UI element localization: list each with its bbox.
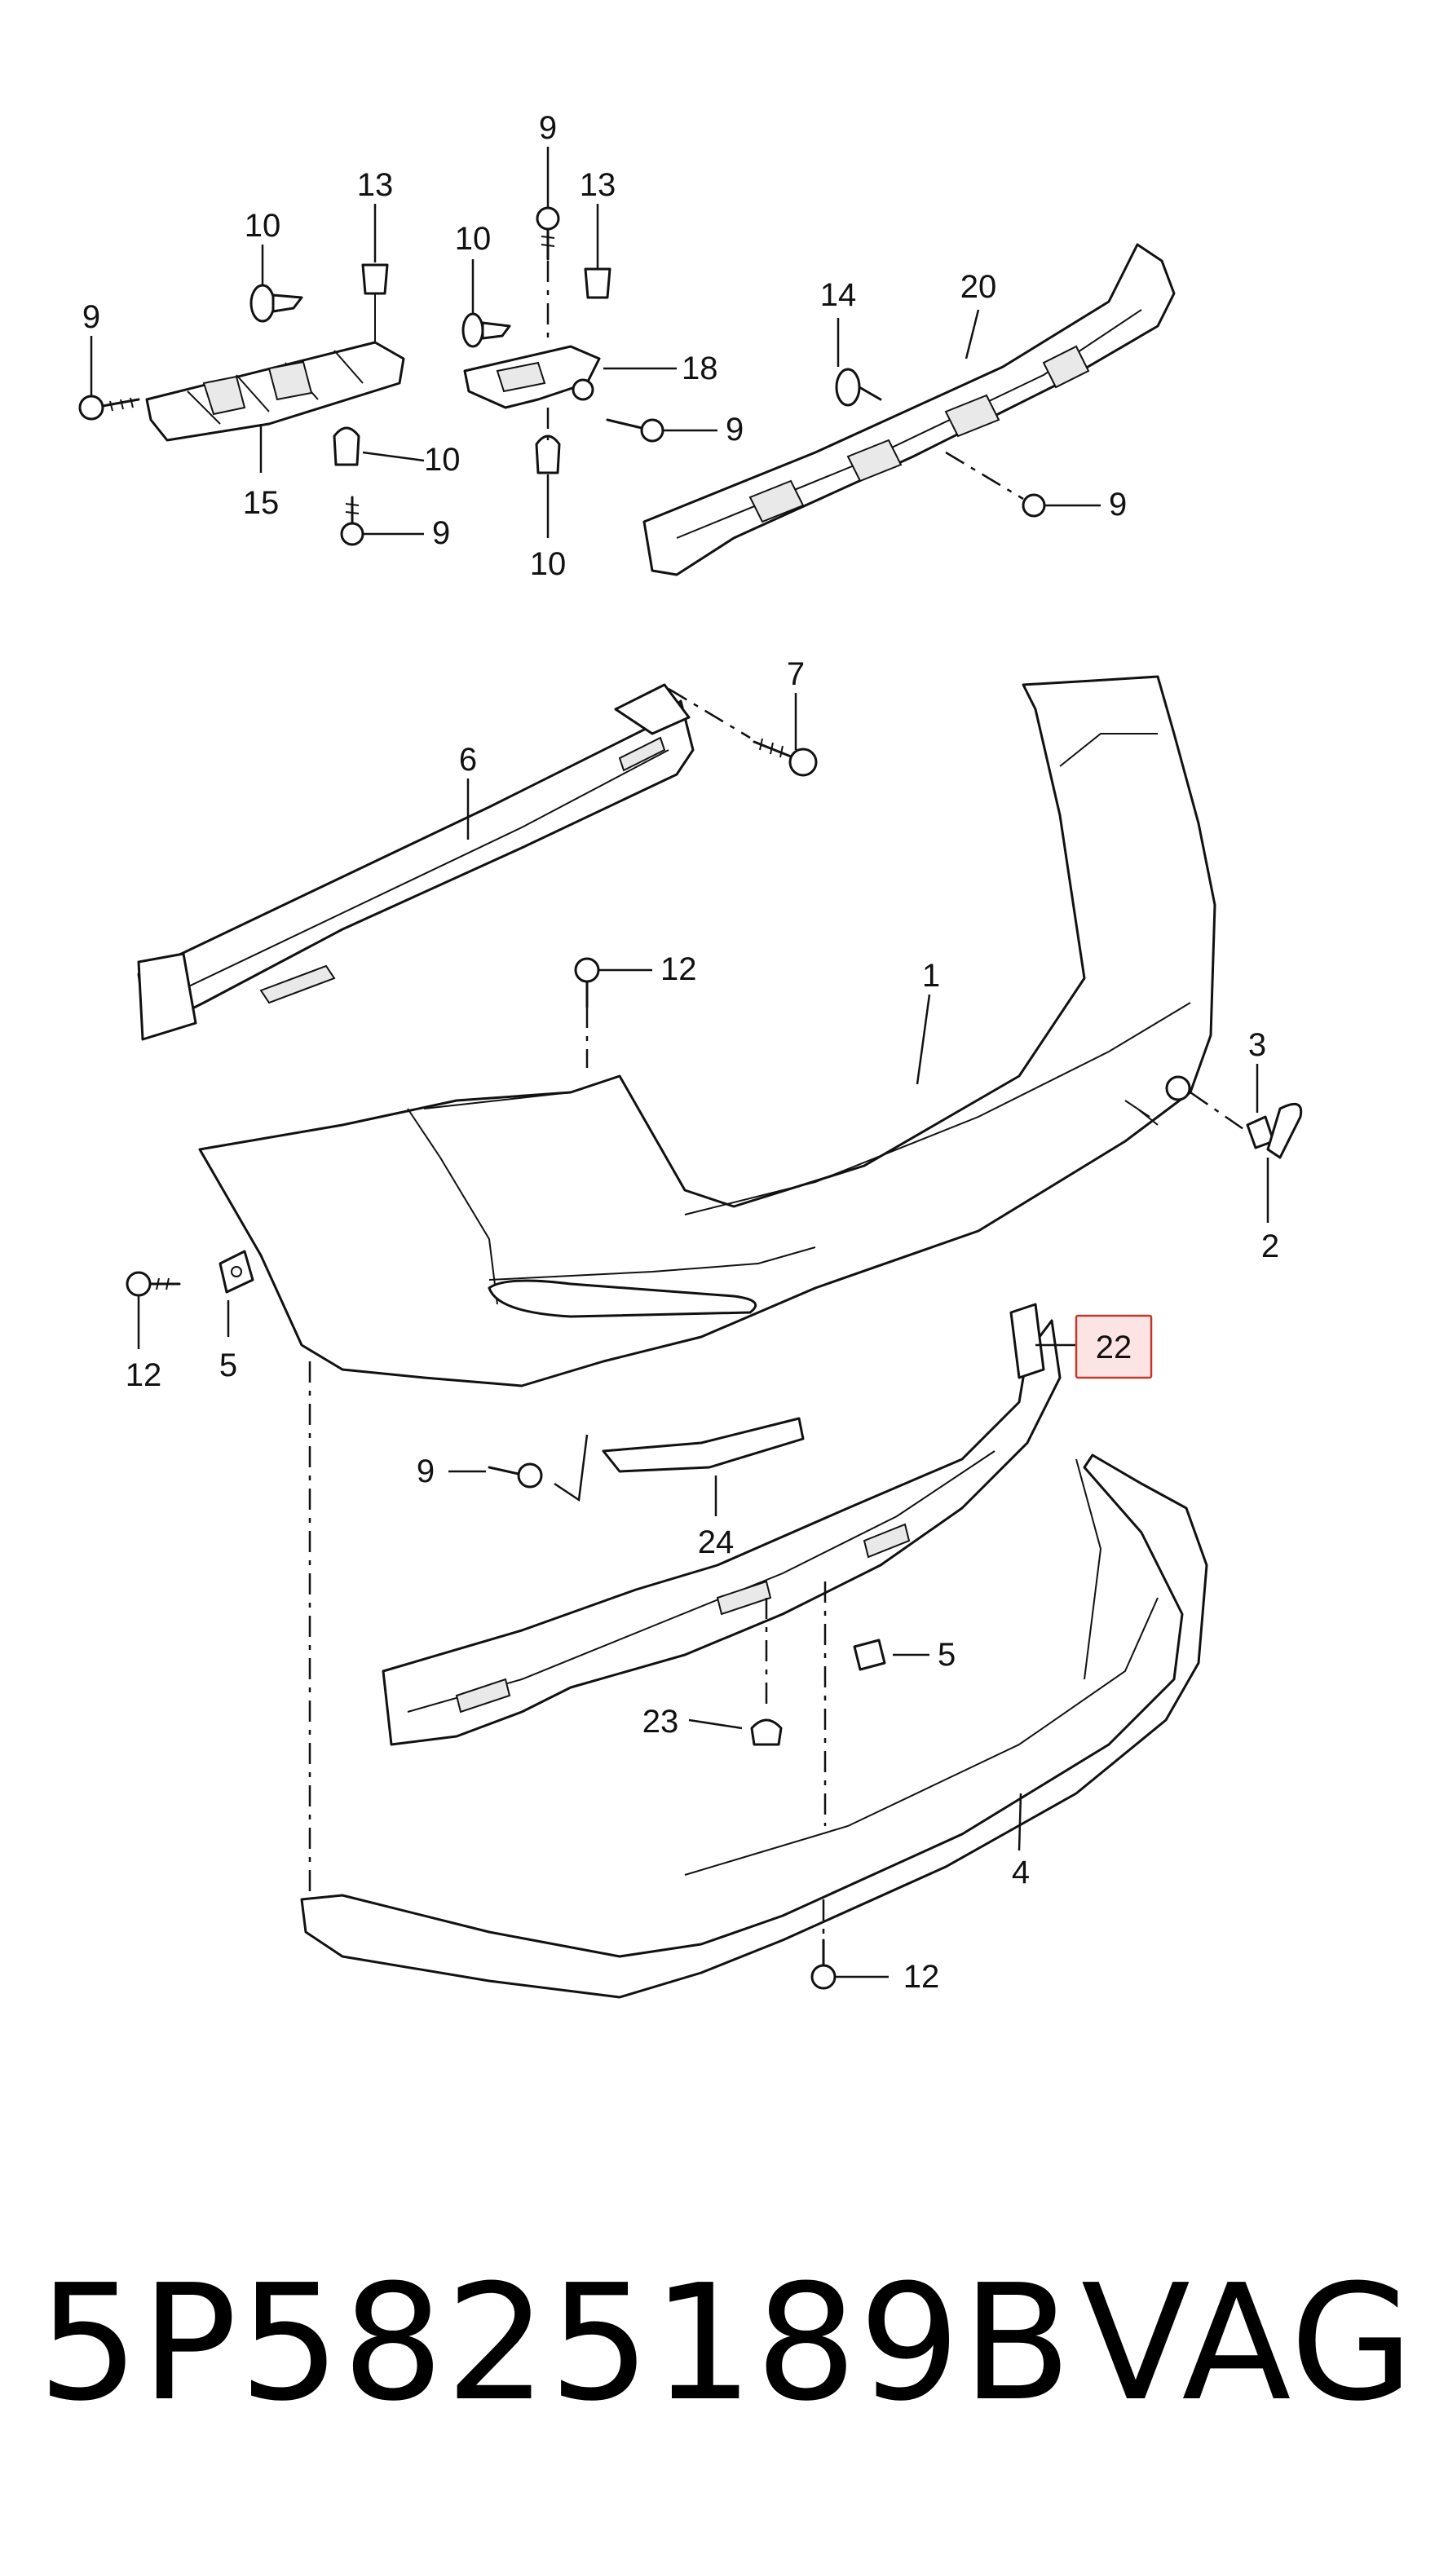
callout-14: 14 [820,277,857,313]
bolt-7 [668,687,818,777]
callout-3: 3 [1248,1027,1266,1063]
callout-9: 9 [417,1453,435,1489]
clip-13-center [584,267,611,299]
part-number: 5P5825189B [38,2251,1074,2437]
callout-13: 13 [357,167,394,203]
callout-12: 12 [660,951,697,987]
side-bracket-left [145,341,405,442]
brand-label: VAG [1080,2251,1415,2437]
clip-12-top [574,957,600,1068]
clip-14 [835,368,882,407]
screw-9-top [536,206,560,261]
clip-10-lower [333,426,360,466]
clip-23 [750,1598,783,1746]
highlight-box [1075,1314,1153,1379]
screw-9-lower [340,496,364,546]
bumper-cover [198,675,1216,1387]
callout-9: 9 [1109,487,1127,523]
impact-absorber [642,243,1176,576]
reflector-24 [602,1417,805,1473]
callout-13: 13 [580,167,616,203]
nut-5-left [219,1250,254,1294]
callout-4: 4 [1012,1855,1030,1890]
callout-9: 9 [726,412,744,448]
callout-9: 9 [539,110,557,146]
callout-18: 18 [682,351,718,386]
clip-10-left [249,284,303,323]
callout-22: 22 [1096,1330,1132,1365]
bumper-carrier [137,683,695,1041]
callout-20: 20 [960,269,997,305]
screw-12-bottom [810,1899,837,1990]
nut-5-reinforcement [853,1639,886,1671]
callout-9: 9 [432,515,450,551]
side-bracket-center [463,345,601,409]
screw-12-left [126,1271,181,1297]
tow-hook-cover [1190,1091,1303,1223]
lower-trim-4 [300,1453,1208,1999]
callout-6: 6 [459,742,477,778]
callout-15: 15 [243,485,280,521]
callout-24: 24 [698,1524,735,1560]
screw-9-left [78,395,140,421]
leader-lines [90,147,1259,1978]
callout-7: 7 [787,656,805,692]
clip-13-left [361,263,389,342]
callout-1: 1 [922,958,940,994]
part-footer: 5P5825189B VAG [38,2251,1415,2437]
callout-23: 23 [642,1704,679,1740]
callout-10: 10 [424,442,461,478]
clip-10-center [461,312,511,348]
callout-10: 10 [530,546,567,582]
callout-12: 12 [903,1959,940,1995]
callout-10: 10 [455,221,492,257]
callout-5: 5 [219,1348,237,1383]
callout-10: 10 [245,208,281,244]
screw-9-absorber [945,451,1046,518]
callout-12: 12 [126,1357,162,1393]
reinforcement-22 [382,1303,1062,1746]
callout-2: 2 [1261,1228,1279,1264]
clip-10-center-lower [535,434,561,474]
callout-5: 5 [938,1637,956,1673]
callout-labels: 9 10 13 10 9 15 10 9 13 18 9 10 14 20 9 … [82,110,1279,1995]
screw-9-reflector [488,1434,589,1502]
callout-9: 9 [82,299,100,335]
callout-22-highlight[interactable]: 22 [1075,1314,1153,1379]
screw-9-center [606,418,664,443]
